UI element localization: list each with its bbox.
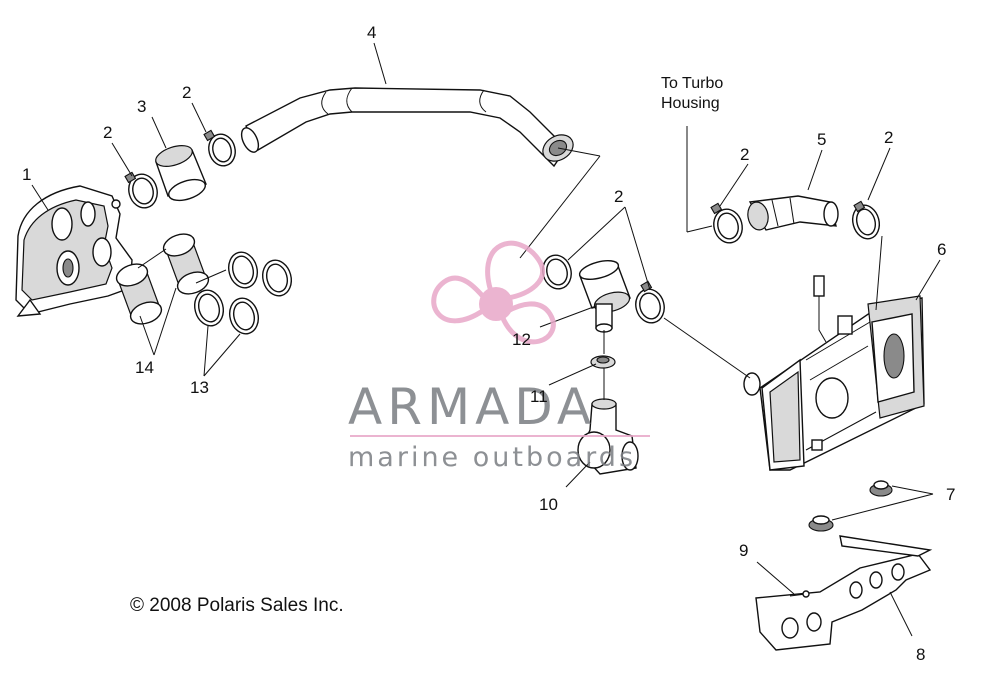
part-9-screw (789, 590, 810, 598)
callout-2: 2 (614, 187, 623, 206)
part-3-sleeve (155, 145, 207, 202)
callout-2: 2 (884, 128, 893, 147)
propeller-icon (431, 240, 556, 345)
part-5-turbo-hose (747, 195, 839, 231)
part-12-tee (578, 259, 631, 333)
copyright-text: © 2008 Polaris Sales Inc. (130, 595, 344, 616)
callout-2: 2 (182, 83, 191, 102)
callout-7: 7 (946, 485, 955, 504)
callout-13: 13 (190, 378, 209, 397)
watermark: ARMADA marine outboards (348, 240, 650, 473)
callout-9: 9 (739, 541, 748, 560)
part-8-bracket (755, 535, 933, 651)
watermark-brand: ARMADA (348, 378, 596, 436)
part-14-couplers (115, 233, 210, 325)
callout-2: 2 (740, 145, 749, 164)
part-13-clamps (193, 251, 293, 335)
part-2-clamps (124, 129, 881, 324)
callout-10: 10 (539, 495, 558, 514)
callout-11: 11 (530, 387, 548, 406)
callout-5: 5 (817, 130, 826, 149)
part-4-intake-tube (240, 87, 574, 168)
callout-8: 8 (916, 645, 925, 664)
watermark-tagline: marine outboards (348, 442, 636, 473)
callout-3: 3 (137, 97, 146, 116)
callout-6: 6 (937, 240, 946, 259)
part-7-mounts (808, 480, 893, 532)
callout-1: 1 (22, 165, 31, 184)
turbo-note-line2: Housing (661, 95, 720, 112)
callouts: 1 2 2 3 4 2 5 2 2 6 12 11 10 7 9 8 14 13 (22, 23, 955, 664)
callout-2: 2 (103, 123, 112, 142)
part-10-elbow (577, 398, 639, 475)
turbo-note-line1: To Turbo (661, 75, 723, 92)
part-11-grommet (590, 355, 616, 369)
part-6-intercooler (743, 275, 925, 471)
callout-4: 4 (367, 23, 376, 42)
callout-12: 12 (512, 330, 531, 349)
part-1-airbox (15, 185, 133, 317)
callout-14: 14 (135, 358, 154, 377)
leader-lines (31, 42, 941, 637)
